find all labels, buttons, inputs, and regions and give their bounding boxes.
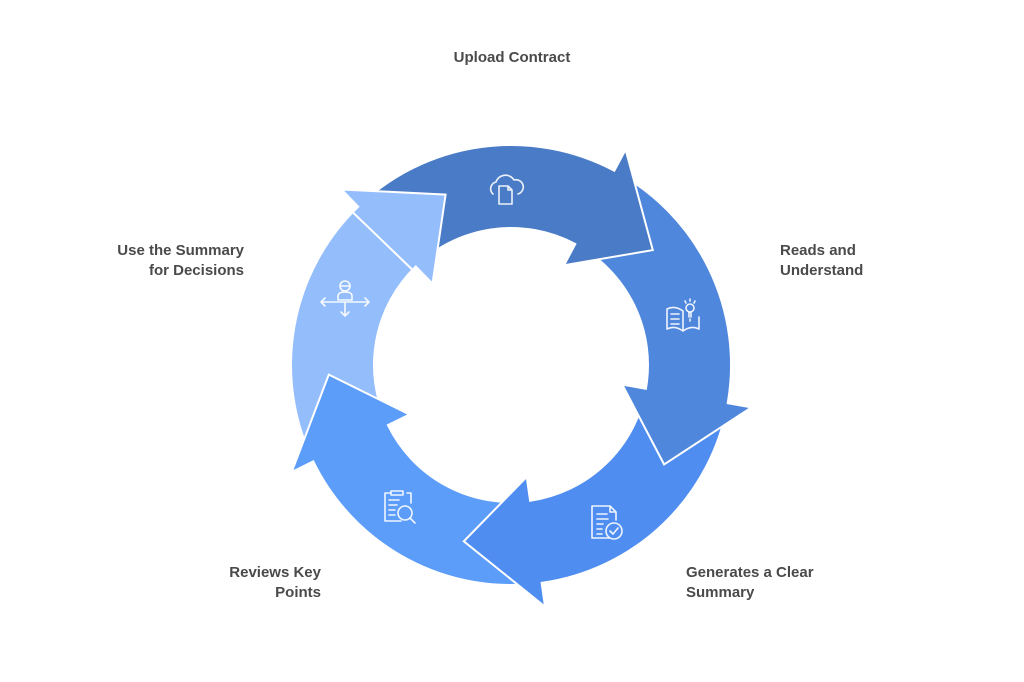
label-line: Summary <box>686 584 755 601</box>
person-decision-arrows-icon <box>320 280 370 317</box>
label-line: Upload Contract <box>453 49 571 66</box>
label-line: Generates a Clear <box>686 564 814 581</box>
label-line: Reviews Key <box>229 564 321 581</box>
label-line: Use the Summary <box>117 242 244 259</box>
label-line: for Decisions <box>148 262 244 279</box>
step-label-use-summary: Use the Summary for Decisions <box>117 241 244 281</box>
book-lightbulb-icon <box>666 298 700 332</box>
label-line: Points <box>275 584 321 601</box>
cycle-arrow-head-use-summary <box>339 188 447 286</box>
cloud-upload-document-icon <box>489 174 525 205</box>
document-check-icon <box>591 505 623 540</box>
clipboard-search-icon <box>384 490 416 524</box>
step-label-upload-contract: Upload Contract <box>412 48 612 68</box>
label-line: Reads and <box>780 242 856 259</box>
label-line: Understand <box>780 262 864 279</box>
